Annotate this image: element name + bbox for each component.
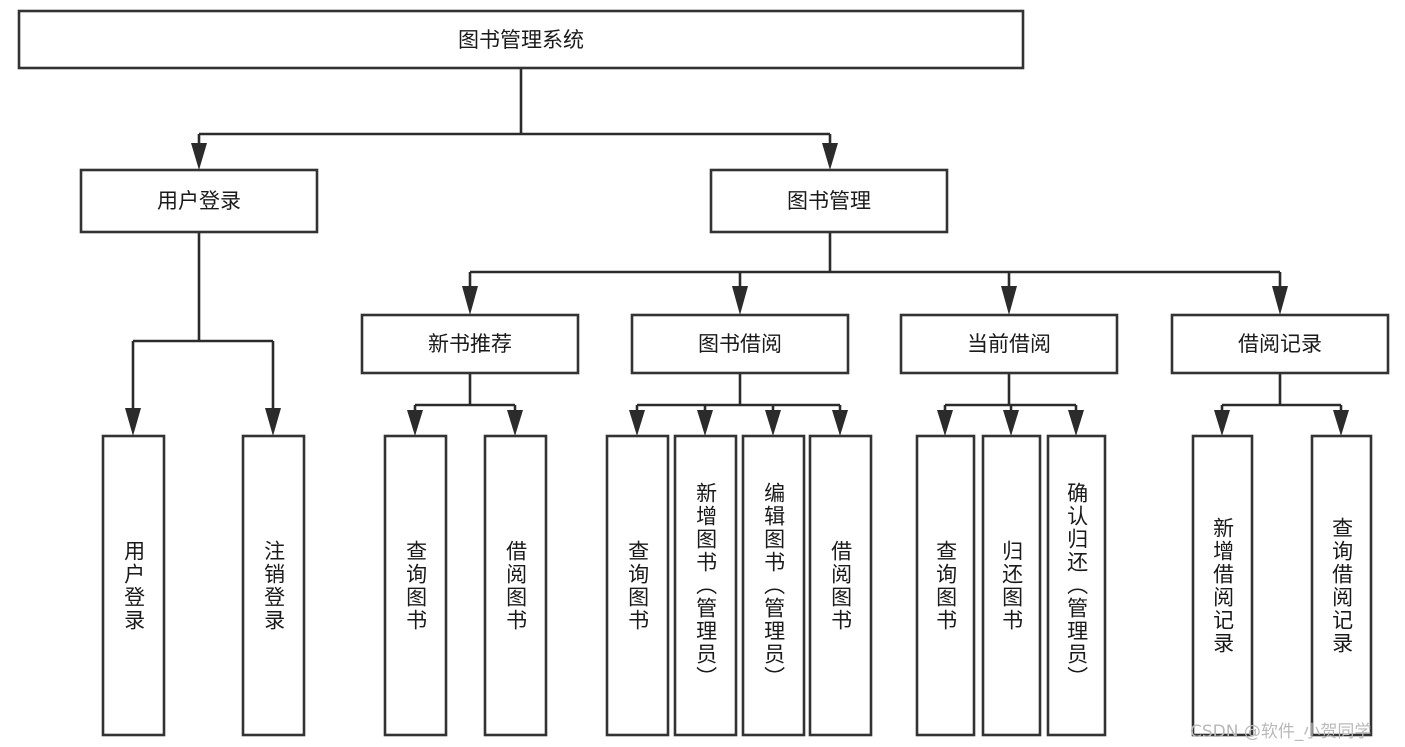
node-layer: 图书管理系统 用户登录 图书管理 新书推荐 图书借阅 当前借阅 借阅记录 <box>17 9 1390 737</box>
arrow-head-leaf-add-record <box>1214 410 1230 436</box>
node-leaf-confirm-return[interactable] <box>1046 434 1107 737</box>
arrow-head-leaf-query-book-2 <box>629 410 645 436</box>
node-current-borrow[interactable] <box>899 313 1119 375</box>
arrow-head-leaf-add-book <box>697 410 713 436</box>
node-root-label: 图书管理系统 <box>458 28 584 52</box>
node-book-manage-label: 图书管理 <box>787 189 871 213</box>
node-leaf-borrow-book-2[interactable] <box>808 434 873 737</box>
arrow-head-leaf-query-record <box>1333 410 1349 436</box>
node-leaf-add-record[interactable] <box>1191 434 1254 737</box>
node-book-manage[interactable] <box>709 168 949 234</box>
node-leaf-edit-book[interactable] <box>741 434 806 737</box>
arrow-head-leaf-borrow-book-2 <box>832 410 848 436</box>
arrow-head-leaf-query-book-1 <box>407 410 423 436</box>
node-leaf-user-login[interactable] <box>101 434 166 737</box>
node-current-borrow-label: 当前借阅 <box>967 332 1051 356</box>
csdn-watermark: CSDN @软件_小贺同学 <box>1190 722 1372 742</box>
node-leaf-add-book[interactable] <box>673 434 738 737</box>
node-borrow-record-label: 借阅记录 <box>1238 332 1322 356</box>
node-leaf-query-book-2[interactable] <box>605 434 670 737</box>
arrow-head-leaf-return-book <box>1003 410 1019 436</box>
arrow-head-leaf-user-login <box>125 408 141 436</box>
node-leaf-borrow-book-1[interactable] <box>483 434 548 737</box>
arrow-head-leaf-edit-book <box>765 410 781 436</box>
node-book-borrow-label: 图书借阅 <box>698 332 782 356</box>
node-user-login[interactable] <box>79 168 319 234</box>
node-leaf-query-record[interactable] <box>1310 434 1373 737</box>
arrow-head-book-borrow <box>732 286 748 315</box>
arrow-head-new-book-recommend <box>462 286 478 315</box>
node-book-borrow[interactable] <box>630 313 850 375</box>
arrow-head-leaf-query-book-3 <box>937 410 953 436</box>
arrow-head-borrow-record <box>1272 286 1288 315</box>
node-borrow-record[interactable] <box>1170 313 1390 375</box>
connector-layer <box>125 68 1349 436</box>
node-new-book-recommend[interactable] <box>360 313 580 375</box>
node-leaf-query-book-3[interactable] <box>915 434 976 737</box>
node-leaf-query-book-1[interactable] <box>383 434 448 737</box>
arrow-head-leaf-logout <box>265 408 281 436</box>
node-leaf-return-book[interactable] <box>981 434 1042 737</box>
node-new-book-recommend-label: 新书推荐 <box>428 332 512 356</box>
arrow-head-leaf-borrow-book-1 <box>507 410 523 436</box>
arrow-head-user-login <box>191 143 207 170</box>
arrow-head-book-manage <box>822 143 838 170</box>
node-leaf-logout[interactable] <box>241 434 306 737</box>
arrow-head-leaf-confirm-return <box>1068 410 1084 436</box>
arrow-head-current-borrow <box>1001 286 1017 315</box>
node-root[interactable] <box>17 9 1025 70</box>
node-user-login-label: 用户登录 <box>157 189 241 213</box>
